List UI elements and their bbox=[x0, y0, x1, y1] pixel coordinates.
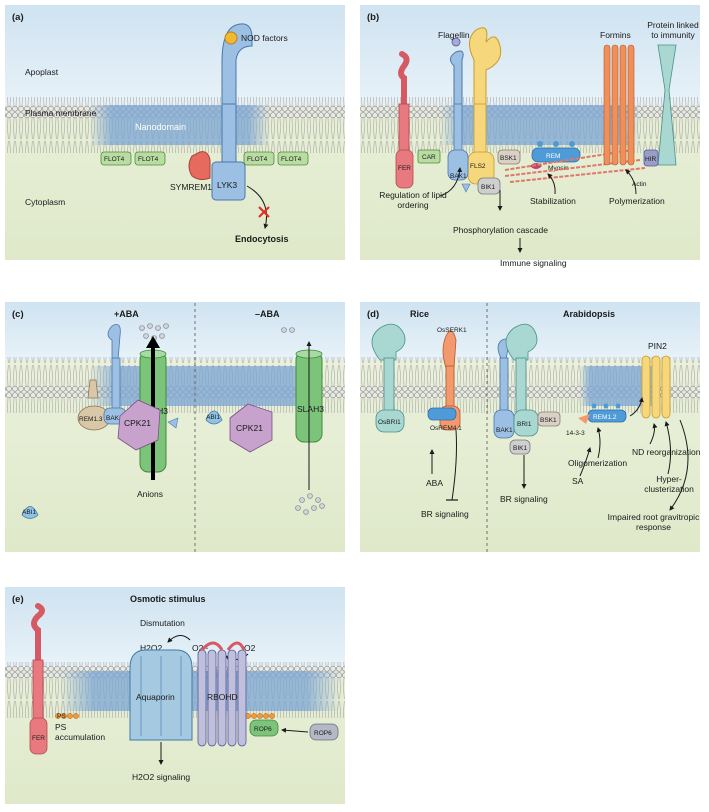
dismutation-label: Dismutation bbox=[140, 618, 185, 628]
aquaporin-label: Aquaporin bbox=[136, 692, 175, 702]
protein-immunity-label: Protein linked to immunity bbox=[647, 20, 699, 40]
endocytosis-label: Endocytosis bbox=[235, 234, 289, 244]
slah3-label-minus: SLAH3 bbox=[297, 404, 324, 414]
block-cross-icon bbox=[258, 206, 270, 218]
br-signaling-arab: BR signaling bbox=[500, 494, 548, 504]
flot4-a1: FLOT4 bbox=[104, 156, 125, 163]
flot4-a4: FLOT4 bbox=[281, 156, 302, 163]
immune-label: Immune signaling bbox=[500, 258, 567, 268]
minus-aba-label: –ABA bbox=[255, 309, 280, 319]
stabilization-label: Stabilization bbox=[530, 196, 576, 206]
o2minus-label: O2− bbox=[192, 643, 208, 653]
bsk1-label-d: BSK1 bbox=[540, 417, 557, 424]
ps-label: PS bbox=[57, 713, 66, 720]
osmotic-title: Osmotic stimulus bbox=[130, 594, 206, 604]
polymerization-label: Polymerization bbox=[609, 196, 665, 206]
panel-b-label: (b) bbox=[367, 12, 379, 23]
cpk21-label-plus: CPK21 bbox=[124, 418, 151, 428]
panel-b: (b) FER CAR FLS2 BAK1 Flagellin BIK1 BSK… bbox=[360, 5, 700, 268]
panel-c: (c) +ABA –ABA SLAH3 Anions REM1.3 BAK1 C… bbox=[5, 302, 345, 552]
h2o2-signal-label: H2O2 signaling bbox=[132, 772, 190, 782]
ps-accum-label: PS accumulation bbox=[55, 722, 106, 742]
nd-reorg-label: ND reorganization bbox=[632, 447, 701, 457]
abi1-label-minus: ABI1 bbox=[206, 414, 220, 421]
plasma-membrane-label: Plasma membrane bbox=[25, 108, 97, 118]
panel-e-label: (e) bbox=[12, 594, 24, 605]
rice-label: Rice bbox=[410, 309, 429, 319]
bik1-label-b: BIK1 bbox=[481, 184, 495, 191]
rem12-label: REM1.2 bbox=[593, 414, 617, 421]
hyper-label: Hyper-clusterization bbox=[644, 474, 694, 494]
rem13-label: REM1.3 bbox=[79, 416, 103, 423]
bsk1-label-b: BSK1 bbox=[500, 155, 517, 162]
panel-a-label: (a) bbox=[12, 12, 24, 23]
bri1-label: BRI1 bbox=[517, 421, 532, 428]
cpk21-label-minus: CPK21 bbox=[236, 423, 263, 433]
nod-factor-icon bbox=[224, 31, 238, 45]
osbri1-label: OsBRI1 bbox=[378, 419, 401, 426]
nanodomain-label: Nanodomain bbox=[135, 122, 186, 132]
rem-label-b: REM bbox=[546, 153, 560, 160]
impaired-label: Impaired root gravitropic response bbox=[607, 512, 700, 532]
bik1-label-d: BIK1 bbox=[513, 445, 527, 452]
regulation-label: Regulation of lipid ordering bbox=[379, 190, 447, 210]
panel-a: (a) Apoplast Plasma membrane Nanodomain … bbox=[5, 5, 345, 260]
pin2-label: PIN2 bbox=[648, 341, 667, 351]
plus-aba-label: +ABA bbox=[114, 309, 139, 319]
nod-factors-label: NOD factors bbox=[241, 33, 288, 43]
osserk1-label: OsSERK1 bbox=[437, 327, 467, 334]
flot4-a2: FLOT4 bbox=[138, 156, 159, 163]
formins-label: Formins bbox=[600, 30, 631, 40]
br-signaling-rice: BR signaling bbox=[421, 509, 469, 519]
apoplast-label: Apoplast bbox=[25, 67, 59, 77]
flagellin-label: Flagellin bbox=[438, 30, 470, 40]
bak1-label-c: BAK1 bbox=[106, 415, 123, 422]
flagellin-icon bbox=[451, 37, 461, 47]
o2-label: O2 bbox=[244, 643, 256, 653]
arabidopsis-label: Arabidopsis bbox=[563, 309, 615, 319]
abi1-label-plus: ABI1 bbox=[22, 509, 36, 516]
actin-label: Actin bbox=[632, 181, 647, 188]
symrem1-shape bbox=[188, 151, 211, 181]
h2o2-label: H2O2 bbox=[140, 643, 162, 653]
hir-label: HIR bbox=[645, 156, 657, 163]
phospho-label: Phosphorylation cascade bbox=[453, 225, 548, 235]
fer-label-e: FER bbox=[32, 735, 45, 742]
rop6-label-1: ROP6 bbox=[254, 726, 272, 733]
panel-e: (e) Osmotic stimulus Dismutation H2O2 O2… bbox=[5, 587, 345, 804]
lyk3-kinase bbox=[211, 161, 246, 201]
flot4-a3: FLOT4 bbox=[247, 156, 268, 163]
osrem41-label: OsREM4.1 bbox=[430, 425, 462, 432]
lyk3-label: LYK3 bbox=[217, 180, 237, 190]
cytoplasm-label: Cytoplasm bbox=[25, 197, 65, 207]
symrem1-label: SYMREM1 bbox=[170, 182, 212, 192]
bak1-label-d: BAK1 bbox=[496, 427, 513, 434]
lyk3-transmembrane bbox=[221, 103, 237, 163]
panel-d-label: (d) bbox=[367, 309, 379, 320]
fls2-label: FLS2 bbox=[470, 163, 486, 170]
rbohd-label: RBOHD bbox=[207, 692, 238, 702]
oligomerization-label: Oligomerization bbox=[568, 458, 627, 468]
fer-label-b: FER bbox=[398, 165, 411, 172]
panel-c-label: (c) bbox=[12, 309, 24, 320]
anions-label: Anions bbox=[137, 489, 163, 499]
p1433-label: 14-3-3 bbox=[566, 430, 585, 437]
aba-label-d: ABA bbox=[426, 478, 443, 488]
myosin-label: Myosin bbox=[548, 165, 569, 172]
sa-label: SA bbox=[572, 476, 584, 486]
car-label: CAR bbox=[422, 154, 436, 161]
rop6-label-2: ROP6 bbox=[314, 730, 332, 737]
panel-d: (d) Rice Arabidopsis OsBRI1 OsSERK1 OsRE… bbox=[360, 302, 701, 552]
